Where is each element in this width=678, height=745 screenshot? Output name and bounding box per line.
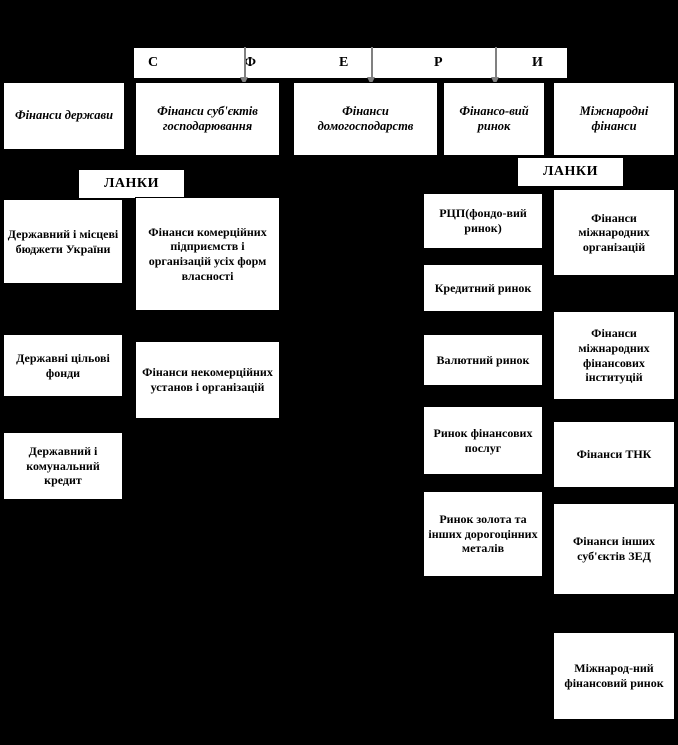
arrow-down-3 (491, 47, 500, 85)
link-box-rynok-zolota[interactable]: Ринок золота та інших дорогоцінних метал… (423, 491, 543, 577)
arrow-down-1 (240, 47, 249, 85)
link-box-finansy-nekomerciinyh[interactable]: Фінанси некомерційних установ і організа… (135, 341, 280, 419)
sphere-box-finansy-derzhavy[interactable]: Фінанси держави (3, 82, 125, 150)
lanky-tag-right: ЛАНКИ (517, 157, 624, 187)
link-box-kredytnyi-rynok[interactable]: Кредитний ринок (423, 264, 543, 312)
sphere-box-finansovyi-rynok[interactable]: Фінансо-вий ринок (443, 82, 545, 156)
link-box-mizhnarodnyi-finansovyi-rynok[interactable]: Міжнарод-ний фінансовий ринок (553, 632, 675, 720)
arrow-down-2 (367, 47, 376, 85)
link-box-derzhavni-miscevi-budzhety[interactable]: Державний і місцеві бюджети України (3, 199, 123, 284)
sphere-letter-1: С (148, 55, 159, 70)
spheres-band: С Ф Е Р И (133, 47, 568, 79)
link-box-finansy-tnk[interactable]: Фінанси ТНК (553, 421, 675, 488)
link-box-rynok-finansovyh-poslug[interactable]: Ринок фінансових послуг (423, 406, 543, 475)
link-box-derzhavnyi-komunalnyi-kredyt[interactable]: Державний і комунальний кредит (3, 432, 123, 500)
sphere-letter-4: Р (434, 55, 443, 70)
sphere-letter-2: Ф (244, 55, 257, 70)
link-box-derzhavni-cilovi-fondy[interactable]: Державні цільові фонди (3, 334, 123, 397)
link-box-finansy-komerciinyh[interactable]: Фінанси комерційних підприємств і органі… (135, 197, 280, 311)
link-box-finansy-mizhnarodnyh-organizacii[interactable]: Фінанси міжнародних організацій (553, 189, 675, 276)
sphere-box-finansy-domogospodarstv[interactable]: Фінанси домогосподарств (293, 82, 438, 156)
link-box-rcp-fondovyi-rynok[interactable]: РЦП(фондо-вий ринок) (423, 193, 543, 249)
lanky-tag-left: ЛАНКИ (78, 169, 185, 199)
link-box-valiutnyi-rynok[interactable]: Валютний ринок (423, 334, 543, 386)
sphere-box-mizhnarodni-finansy[interactable]: Міжнародні фінанси (553, 82, 675, 156)
link-box-finansy-mizhnarodnyh-instytucii[interactable]: Фінанси міжнародних фінансових інституці… (553, 311, 675, 400)
sphere-letter-5: И (532, 55, 543, 70)
sphere-box-finansy-subjektiv[interactable]: Фінанси суб'єктів господарювання (135, 82, 280, 156)
link-box-finansy-inshyh-subjektiv-zed[interactable]: Фінанси інших суб'єктів ЗЕД (553, 503, 675, 595)
sphere-letter-3: Е (339, 55, 349, 70)
